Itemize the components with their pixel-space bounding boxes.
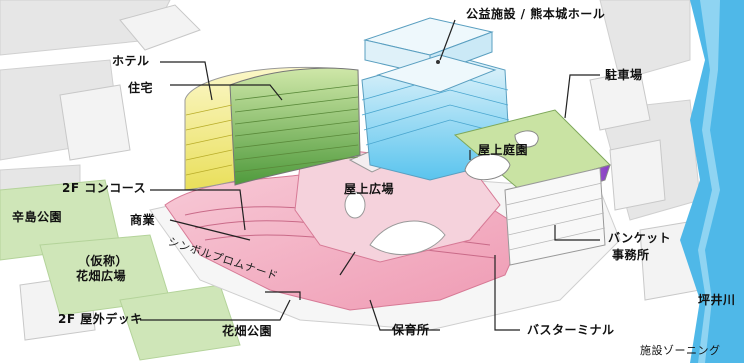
hotel-residence-tower	[184, 66, 361, 191]
banquet-label: バンケット	[608, 231, 672, 245]
tsuboi-river-label: 坪井川	[698, 293, 736, 307]
background-blocks	[0, 0, 701, 241]
leader-lines	[140, 19, 600, 331]
parking-label: 駐車場	[605, 68, 643, 82]
bus-terminal-label: バスターミナル	[527, 323, 615, 337]
temp-name-label: （仮称）	[78, 254, 129, 268]
park-areas	[0, 179, 241, 361]
public-facility-label: 公益施設 / 熊本城ホール	[466, 7, 606, 21]
hanahata-plaza-label: 花畑広場	[76, 269, 127, 283]
office-label: 事務所	[612, 248, 650, 262]
rooftop-garden-label: 屋上庭園	[478, 143, 529, 157]
hanahata-park-label: 花畑公園	[222, 324, 273, 338]
caption-label: 施設ゾーニング	[640, 344, 721, 357]
outdoor-deck-2f-label: 2F 屋外デッキ	[58, 312, 143, 326]
residence-label: 住宅	[128, 81, 154, 95]
rooftop-plaza-label: 屋上広場	[344, 182, 395, 196]
hotel-label: ホテル	[112, 54, 150, 68]
tsujinoshima-park-label: 辛島公園	[12, 210, 63, 224]
banquet-office-block	[504, 167, 606, 266]
river	[680, 0, 744, 363]
nursery-label: 保育所	[392, 323, 430, 337]
commercial-podium	[164, 147, 526, 311]
commerce-label: 商業	[130, 213, 156, 227]
concourse-2f-label: 2F コンコース	[62, 181, 147, 195]
